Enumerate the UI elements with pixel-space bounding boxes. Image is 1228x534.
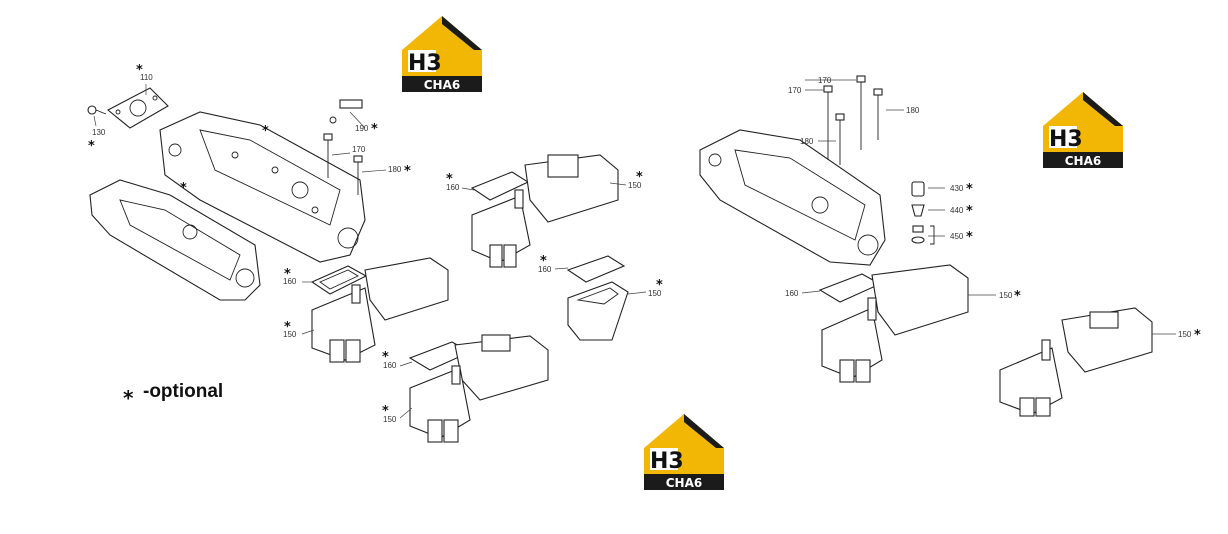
brand-logo-top: H3 CHA6 [402,16,482,92]
optional-marker: * [540,254,547,269]
brand-logo-bottom: H3 CHA6 [644,414,724,490]
label-160-a: 160 [283,277,297,286]
optional-marker: * [136,63,143,78]
actuator-150-e [821,264,969,383]
label-430: 430 [950,184,964,193]
logo-sub-text: CHA6 [666,476,703,490]
bolt-170-right-b [856,75,866,150]
label-440: 440 [950,206,964,215]
label-180-right-b: 180 [800,137,814,146]
seal-450 [911,225,925,244]
valve-440 [911,204,925,217]
label-150-f: 150 [1178,330,1192,339]
optional-marker: * [656,278,663,293]
label-160-d: 160 [538,265,552,274]
sensor-190 [329,99,363,124]
label-160-c: 160 [446,183,460,192]
label-150-b: 150 [383,415,397,424]
optional-marker: * [382,350,389,365]
optional-marker: * [1194,328,1201,343]
label-110: 110 [140,73,153,82]
label-160-b: 160 [383,361,397,370]
optional-marker: * [88,139,95,154]
optional-marker: * [180,181,187,196]
flange-plate [107,87,169,129]
logo-sub-text: CHA6 [424,78,461,92]
optional-marker: * [966,230,973,245]
part-labels: 110 130 170 180 190 160 150 160 150 160 … [92,73,1192,424]
label-190: 190 [355,124,369,133]
logo-h3-text: H3 [1049,127,1083,152]
logo-sub-text: CHA6 [1065,154,1102,168]
label-150-e: 150 [999,291,1013,300]
optional-marker: * [446,172,453,187]
label-130: 130 [92,128,106,137]
actuator-150-a [311,257,449,363]
label-150-c: 150 [628,181,642,190]
housing-150-d [567,281,629,341]
optional-marker: * [284,320,291,335]
actuator-150-b [409,334,549,443]
optional-marker: * [1014,289,1021,304]
optional-markers: * * * * * * * * * * * * * * * * * * * [88,63,1201,419]
optional-marker: * [371,122,378,137]
label-160-e: 160 [785,289,799,298]
housing-cover-lower [89,179,261,301]
actuator-150-f [999,307,1153,417]
optional-marker: * [404,164,411,179]
bracket-450 [930,225,935,245]
housing-cover-top [159,111,366,263]
logo-h3-text: H3 [650,449,684,474]
leader-lines [93,79,1176,419]
bolt-180-right-b [835,113,845,165]
housing-cover-right [699,129,886,266]
bolt-130 [87,105,107,115]
bolt-180-left [353,155,363,195]
label-180-left: 180 [388,165,402,174]
optional-marker: * [966,182,973,197]
legend-text: -optional [143,381,223,402]
legend: * -optional [123,381,223,410]
label-450: 450 [950,232,964,241]
label-170-left: 170 [352,145,366,154]
label-180-right-a: 180 [906,106,920,115]
bolt-180-right-a [873,88,883,140]
optional-marker: * [262,124,269,139]
gasket-160-d [566,255,626,283]
optional-marker: * [284,267,291,282]
actuator-150-c [471,154,619,268]
label-150-a: 150 [283,330,297,339]
label-150-d: 150 [648,289,662,298]
brand-logo-right: H3 CHA6 [1043,92,1123,168]
legend-symbol: * [123,386,134,410]
optional-marker: * [966,204,973,219]
optional-marker: * [382,404,389,419]
logo-h3-text: H3 [408,51,442,76]
label-170-right-b: 170 [788,86,802,95]
label-170-right-a: 170 [818,76,832,85]
bolt-170-right-a [823,85,833,160]
plug-430 [911,181,925,197]
bolt-170-left [323,133,333,178]
optional-marker: * [636,170,643,185]
